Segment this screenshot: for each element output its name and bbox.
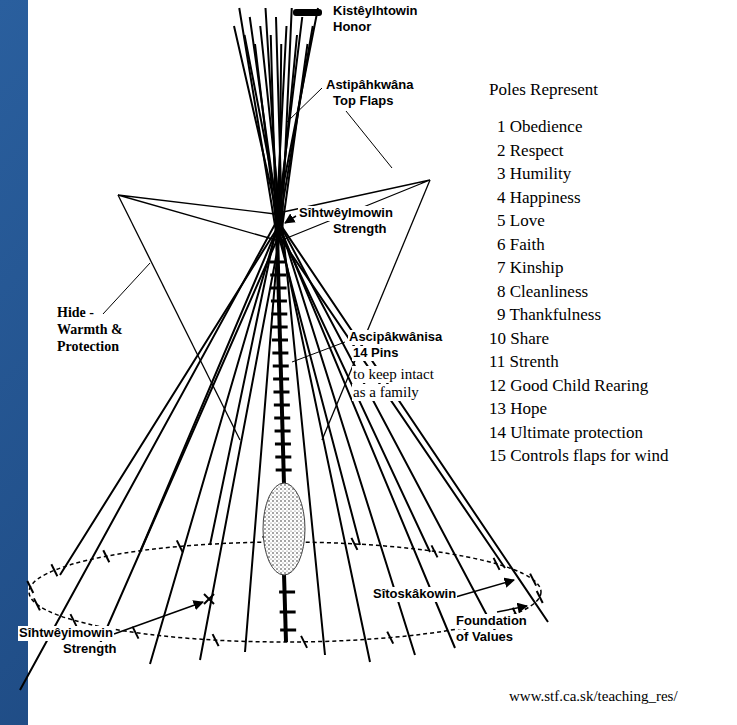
stake — [537, 591, 543, 603]
lacing-line — [284, 574, 286, 642]
part-label: Warmth & — [56, 322, 124, 338]
pin — [273, 365, 289, 368]
list-item: 4 Happiness — [496, 188, 582, 208]
pin — [271, 313, 287, 316]
list-heading: Poles Represent — [488, 80, 599, 100]
part-label: Strength — [62, 642, 117, 657]
stake — [177, 540, 183, 552]
pin — [275, 430, 291, 433]
pin — [270, 274, 286, 277]
list-item: 12 Good Child Rearing — [488, 376, 649, 396]
note: as a family — [352, 384, 420, 401]
part-label: Hide - — [56, 305, 95, 321]
part-label: Protection — [56, 339, 120, 355]
pin — [272, 339, 288, 342]
part-label: Ascipâkwânisa — [348, 330, 443, 345]
pole — [245, 35, 501, 640]
part-label: Foundation — [455, 614, 528, 629]
pin — [275, 443, 291, 446]
source-url: www.stf.ca.sk/teaching_res/ — [508, 688, 679, 705]
list-item: 14 Ultimate protection — [488, 423, 644, 443]
list-item: 3 Humility — [496, 164, 572, 184]
pin — [279, 591, 295, 594]
pin — [272, 326, 288, 329]
stake — [431, 545, 437, 557]
list-item: 9 Thankfulness — [496, 305, 602, 325]
stake — [34, 598, 40, 610]
pin — [280, 611, 296, 614]
pin — [272, 352, 288, 355]
pole — [250, 17, 455, 648]
stake — [103, 550, 109, 562]
pin — [271, 300, 287, 303]
list-item: 6 Faith — [496, 235, 546, 255]
title-label: Kistêylhtowin — [332, 4, 419, 19]
part-label: 14 Pins — [352, 346, 400, 361]
part-label: Sîhtwêylmowin — [298, 206, 394, 221]
stake — [27, 581, 33, 593]
list-item: 7 Kinship — [496, 258, 565, 278]
door — [263, 483, 305, 575]
x-mark — [204, 594, 214, 604]
stake — [530, 574, 536, 586]
pin — [275, 456, 291, 459]
part-label: Astipâhkwâna — [325, 78, 414, 93]
pin — [273, 378, 289, 381]
pin — [270, 261, 286, 264]
list-item: 5 Love — [496, 211, 546, 231]
pole — [255, 44, 430, 552]
list-item: 11 Strenth — [488, 352, 560, 372]
part-label: Strength — [332, 222, 387, 237]
part-label: Top Flaps — [332, 94, 394, 109]
list-item: 10 Share — [488, 329, 550, 349]
pin — [274, 417, 290, 420]
part-label: of Values — [455, 630, 514, 645]
part-label: Sîhtwêyimowin — [18, 626, 114, 641]
poles — [20, 8, 548, 690]
list-item: 15 Controls flaps for wind — [488, 446, 669, 466]
stake — [351, 538, 357, 550]
pole — [60, 26, 313, 575]
white-panel — [28, 0, 737, 725]
pin — [273, 391, 289, 394]
stake — [301, 636, 307, 648]
list-item: 1 Obedience — [496, 117, 583, 137]
stake — [494, 558, 500, 570]
stake — [133, 627, 139, 639]
stake — [213, 634, 219, 646]
pin — [280, 629, 296, 632]
pin — [276, 469, 292, 472]
list-item: 8 Cleanliness — [496, 282, 589, 302]
pole-flag — [293, 9, 322, 16]
part-label: Sîtoskâkowin — [372, 587, 457, 602]
pin — [271, 287, 287, 290]
lacing-line — [277, 232, 284, 484]
stake — [51, 564, 57, 576]
leader-lines — [103, 88, 527, 634]
title-label: Honor — [332, 20, 372, 35]
note: to keep intact — [352, 366, 435, 383]
pole — [95, 44, 308, 655]
list-item: 2 Respect — [496, 141, 565, 161]
list-item: 13 Hope — [488, 399, 548, 419]
stake — [387, 632, 393, 644]
pin — [274, 404, 290, 407]
stake — [70, 614, 76, 626]
